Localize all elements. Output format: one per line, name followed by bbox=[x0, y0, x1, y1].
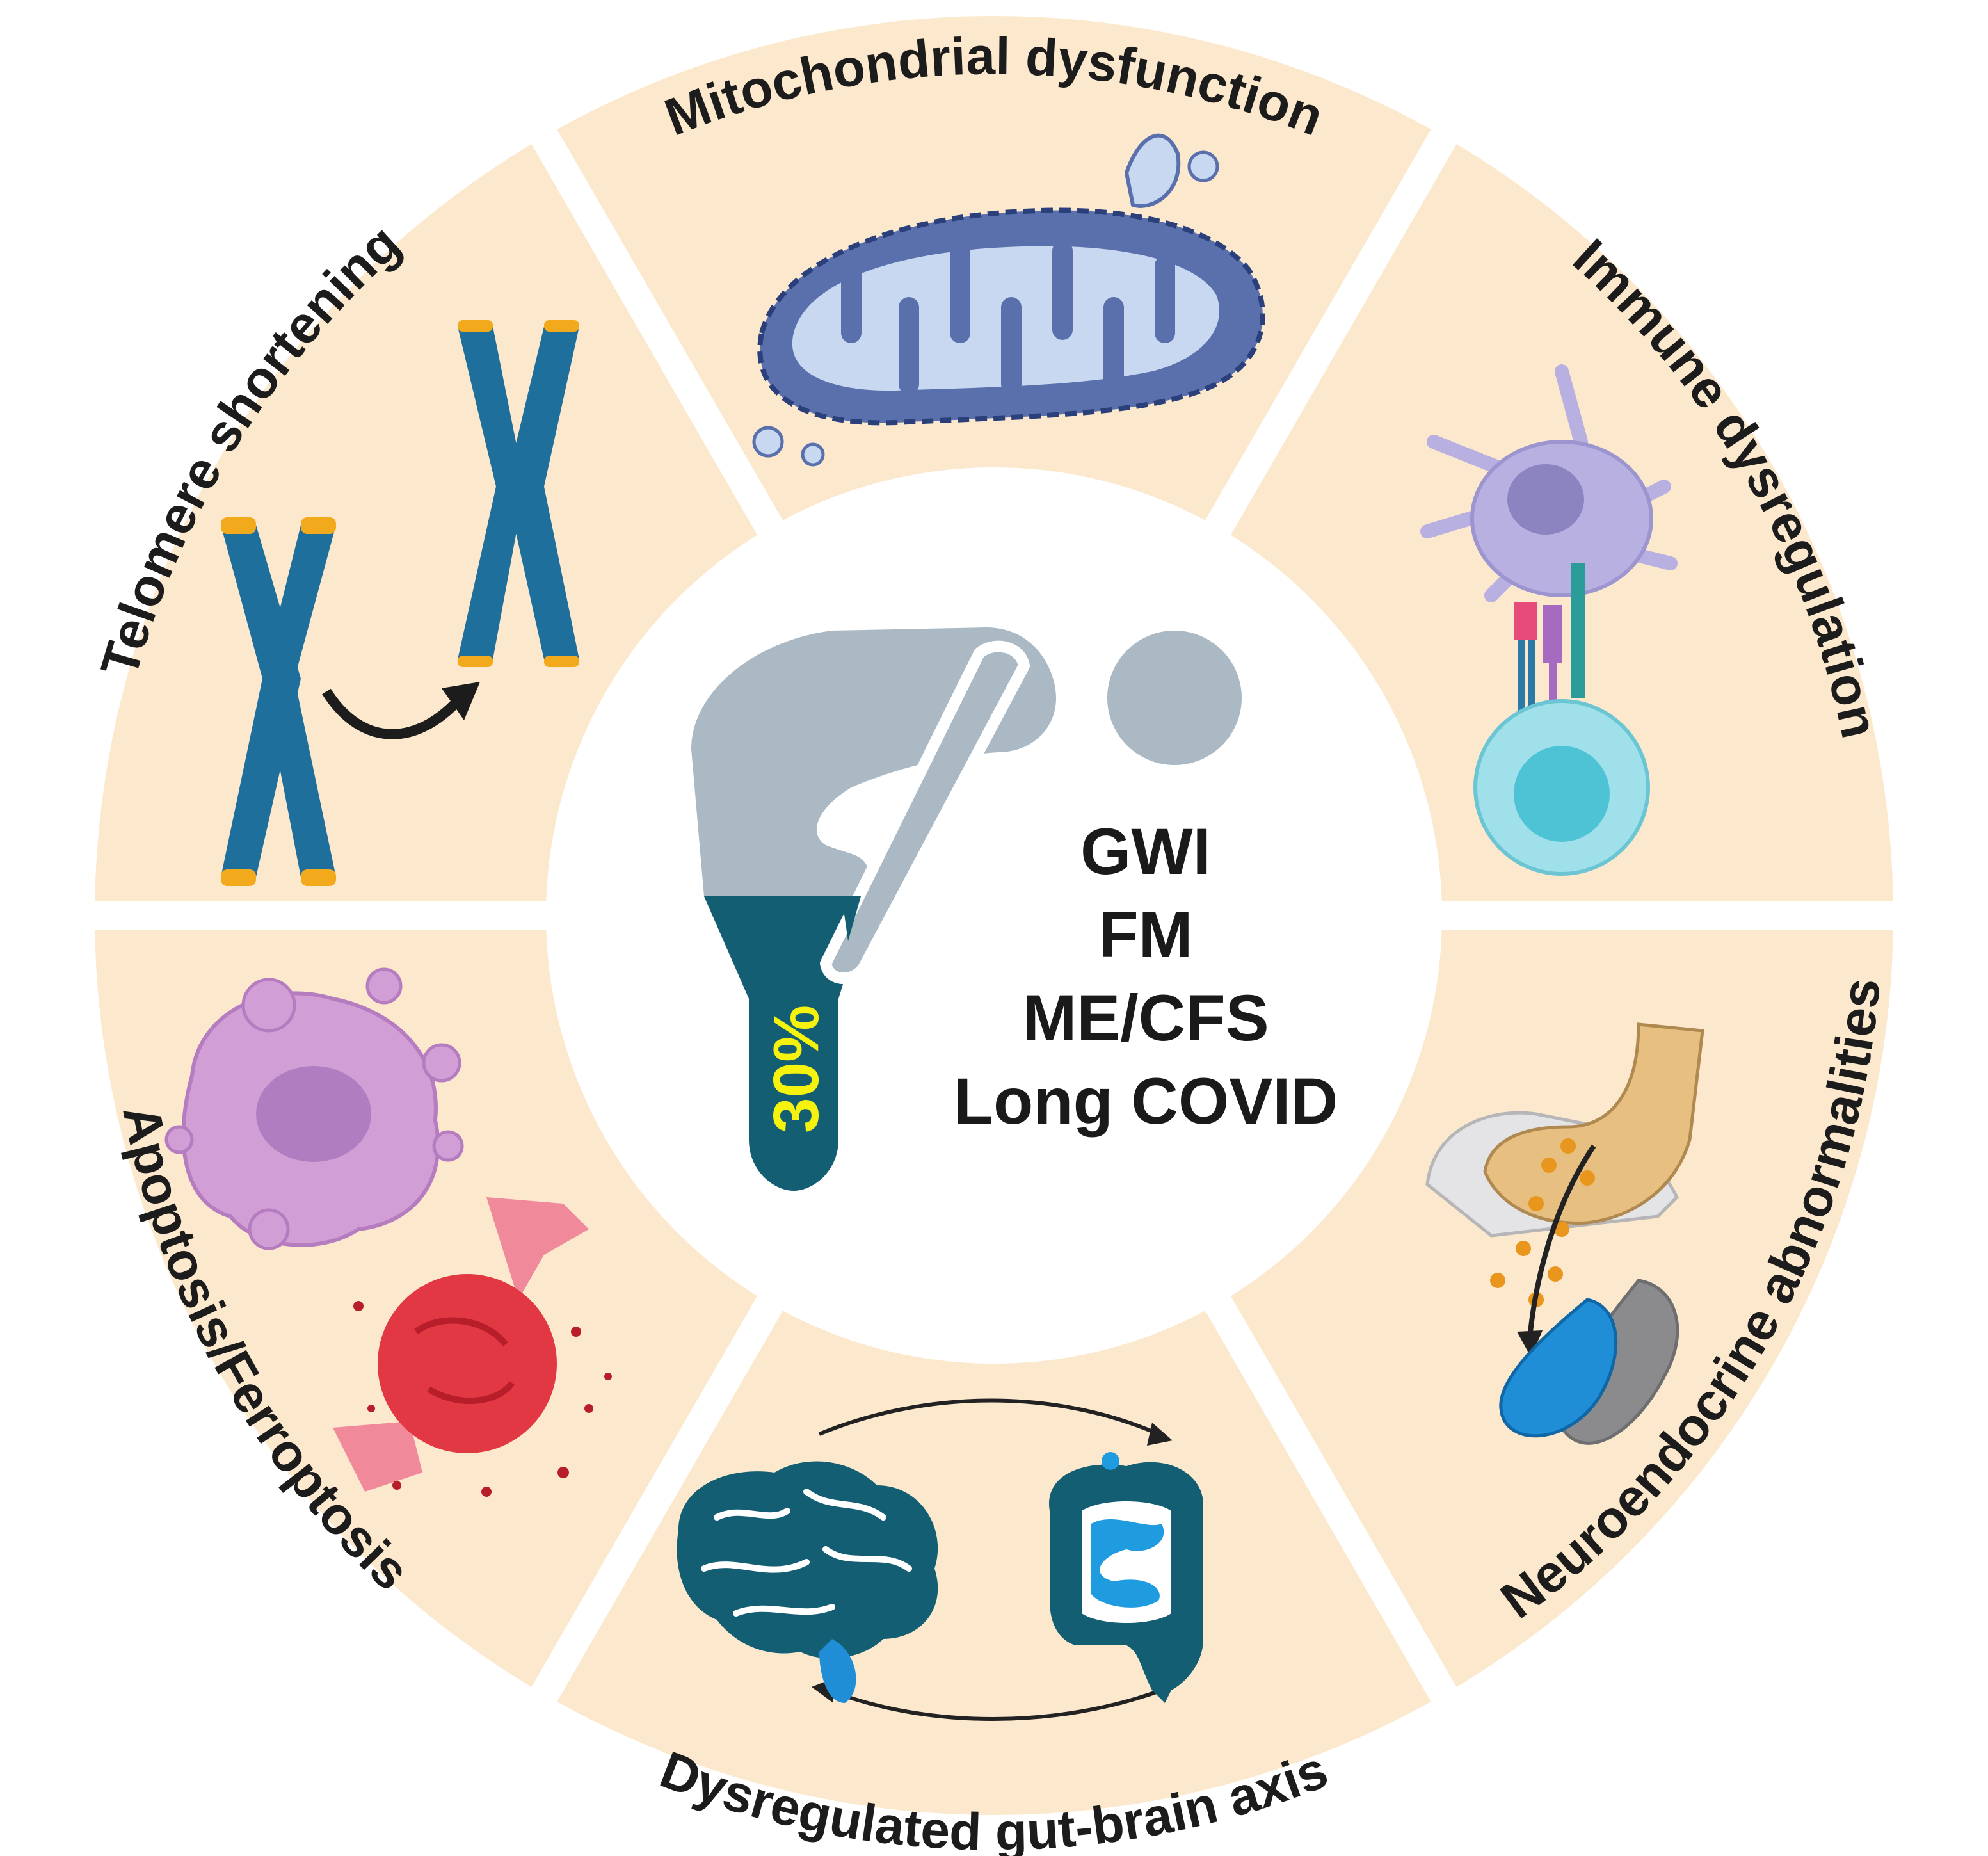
intestine-icon bbox=[1049, 1452, 1203, 1703]
synapse-neurotransmitter-icon bbox=[1425, 1022, 1704, 1445]
ferroptotic-cell bbox=[333, 1197, 612, 1497]
gut-brain-icon bbox=[677, 1398, 1203, 1721]
immune-cell-synapse-icon bbox=[1420, 364, 1678, 876]
dying-cell-icon bbox=[164, 967, 612, 1497]
arrow-icon bbox=[322, 688, 458, 739]
neurotransmitter-dots bbox=[1490, 1138, 1595, 1307]
chromosome-short bbox=[458, 320, 579, 667]
condition-me-cfs: ME/CFS bbox=[1022, 981, 1269, 1054]
condition-gwi: GWI bbox=[1080, 815, 1211, 888]
condition-fm: FM bbox=[1098, 898, 1192, 971]
condition-long-covid: Long COVID bbox=[954, 1065, 1338, 1138]
condition-list: GWI FM ME/CFS Long COVID bbox=[954, 815, 1338, 1138]
battery-person-icon bbox=[691, 627, 1242, 1191]
mitochondrion-icon bbox=[752, 133, 1265, 467]
chromosome-long bbox=[221, 517, 336, 886]
percentage-label: 30% bbox=[760, 1005, 832, 1133]
apoptotic-cell bbox=[164, 967, 464, 1250]
center-circle bbox=[546, 467, 1442, 1364]
chromosome-icon bbox=[221, 320, 579, 886]
brain-icon bbox=[677, 1461, 938, 1703]
